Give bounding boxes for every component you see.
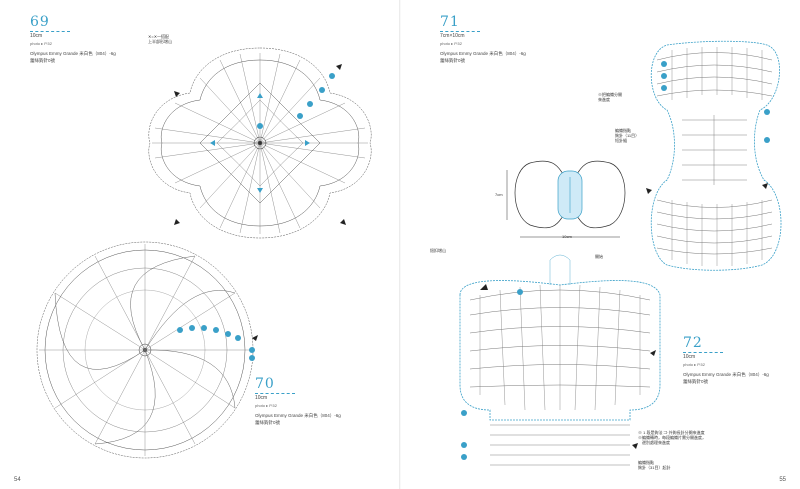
note-line: 編織指點 — [615, 128, 631, 133]
note-line: 上半部形增山 — [148, 39, 172, 44]
note-line: 鉤針（11目） — [615, 133, 640, 138]
pattern-71-note-b: 編織指點 鉤針（11目） 短針縫 — [615, 128, 639, 143]
pattern-71-chart — [646, 40, 782, 271]
note-line: ※把編織分開 — [598, 92, 622, 97]
pattern-69-note: ✕=✕一搭配 上半部形增山 — [148, 34, 172, 44]
pattern-72-note-d: 編織指點 鉤針（31目）起針 — [638, 460, 670, 470]
yarn-brand: Olympus Emmy Grande — [440, 51, 489, 56]
pattern-70-number: 70 — [255, 376, 275, 392]
pattern-71-number: 71 — [440, 14, 460, 30]
note-line: 鉤針（31目）起針 — [638, 465, 671, 470]
pattern-70-photo-ref: photo ▸ P.52 — [255, 403, 277, 408]
pattern-69-info: 69 10cm photo ▸ P.52 Olympus Emmy Grande… — [30, 15, 116, 64]
divider — [683, 352, 723, 353]
pattern-72-note-c: ※ 1 段是鉤法 ⇒ 外鉤長針分開來進度 ※編織轉時，每段編織片需分開進度， 邊… — [638, 430, 788, 445]
schematic-width-label: 10cm — [562, 234, 572, 239]
yarn-brand: Olympus Emmy Grande — [30, 51, 79, 56]
note-line: 邊別處理來進度 — [638, 440, 670, 445]
page-number-left: 54 — [14, 477, 21, 483]
pattern-70-hook: 蕾絲鉤針0號 — [255, 420, 281, 425]
pattern-71-note-a: ※把編織分開 來進度 — [598, 92, 622, 102]
divider — [255, 393, 295, 394]
pattern-71-schematic — [506, 160, 626, 238]
pattern-72-note-a: 鈕扣增山 — [430, 248, 446, 253]
note-line: 開始 — [595, 254, 603, 259]
pattern-69-chart — [148, 47, 372, 239]
pattern-71-photo-ref: photo ▸ P.52 — [440, 41, 462, 46]
page-number-right: 55 — [779, 477, 786, 483]
pattern-70-yarn: Olympus Emmy Grande 米白色（804）-6g — [255, 412, 341, 419]
pattern-70-size: 10cm — [255, 395, 268, 401]
note-line: ✕=✕一搭配 — [148, 34, 170, 39]
pattern-72-note-b: 開始 — [595, 254, 603, 259]
yarn-color: 米白色（804）-6g — [79, 51, 116, 56]
divider — [30, 31, 70, 32]
pattern-69-hook: 蕾絲鉤針0號 — [30, 58, 56, 63]
yarn-color: 米白色（804）-6g — [304, 413, 341, 418]
schematic-height-label: 7cm — [495, 192, 503, 197]
pattern-71-info: 71 7cm×10cm photo ▸ P.52 Olympus Emmy Gr… — [440, 15, 526, 64]
pattern-72-size: 10cm — [683, 354, 696, 360]
pattern-72-chart — [459, 254, 661, 466]
pattern-71-hook: 蕾絲鉤針0號 — [440, 58, 466, 63]
pattern-72-yarn: Olympus Emmy Grande 米白色（804）-6g — [683, 371, 769, 378]
pattern-69-photo-ref: photo ▸ P.52 — [30, 41, 52, 46]
note-line: 鈕扣增山 — [430, 248, 446, 253]
pattern-72-info: 72 10cm photo ▸ P.52 Olympus Emmy Grande… — [683, 336, 769, 385]
note-line: 短針縫 — [615, 138, 627, 143]
left-page: 69 10cm photo ▸ P.52 Olympus Emmy Grande… — [14, 15, 372, 483]
pattern-72-photo-ref: photo ▸ P.52 — [683, 362, 705, 367]
pattern-71-yarn: Olympus Emmy Grande 米白色（804）-6g — [440, 50, 526, 57]
pattern-72-number: 72 — [683, 335, 703, 351]
note-line: 編織指點 — [638, 460, 654, 465]
pattern-70-info: 70 10cm photo ▸ P.52 Olympus Emmy Grande… — [255, 377, 341, 426]
note-line: ※ 1 段是鉤法 ⇒ 外鉤長針分開來進度 — [638, 430, 705, 435]
right-page: 71 7cm×10cm photo ▸ P.52 Olympus Emmy Gr… — [400, 0, 800, 489]
yarn-brand: Olympus Emmy Grande — [683, 372, 732, 377]
pattern-69-number: 69 — [30, 14, 50, 30]
note-line: ※編織轉時，每段編織片需分開進度， — [638, 435, 706, 440]
yarn-color: 米白色（804）-6g — [732, 372, 769, 377]
yarn-brand: Olympus Emmy Grande — [255, 413, 304, 418]
note-line: 來進度 — [598, 97, 610, 102]
book-gutter — [399, 0, 401, 489]
pattern-70-chart — [36, 241, 258, 459]
pattern-71-size: 7cm×10cm — [440, 33, 465, 39]
pattern-72-hook: 蕾絲鉤針0號 — [683, 379, 709, 384]
divider — [440, 31, 480, 32]
pattern-69-yarn: Olympus Emmy Grande 米白色（804）-6g — [30, 50, 116, 57]
pattern-69-size: 10cm — [30, 33, 43, 39]
yarn-color: 米白色（804）-6g — [489, 51, 526, 56]
